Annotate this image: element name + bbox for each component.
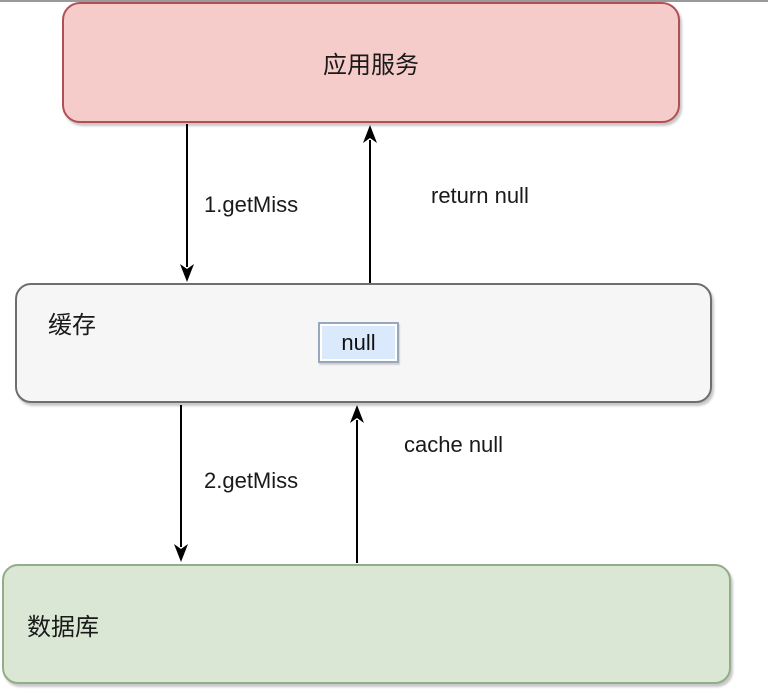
arrow-return-null — [363, 125, 377, 283]
arrow-get-miss-2 — [174, 405, 188, 562]
node-database-label: 数据库 — [27, 613, 99, 641]
arrow-get-miss-1 — [180, 124, 194, 282]
node-cache-label: 缓存 — [48, 312, 96, 339]
node-cache: 缓存 null — [15, 283, 712, 403]
cache-null-value-label: null — [341, 329, 376, 355]
edge-label-get-miss-1: 1.getMiss — [204, 192, 299, 217]
edge-label-get-miss-2: 2.getMiss — [204, 468, 299, 493]
node-app-service: 应用服务 — [62, 2, 680, 123]
edge-label-cache-null: cache null — [404, 432, 504, 457]
node-database: 数据库 — [2, 564, 731, 684]
top-edge-line — [0, 0, 768, 2]
cache-null-value-box: null — [318, 322, 399, 363]
edge-label-return-null: return null — [431, 183, 529, 208]
node-app-service-label: 应用服务 — [323, 52, 419, 79]
arrow-cache-null — [350, 405, 364, 563]
